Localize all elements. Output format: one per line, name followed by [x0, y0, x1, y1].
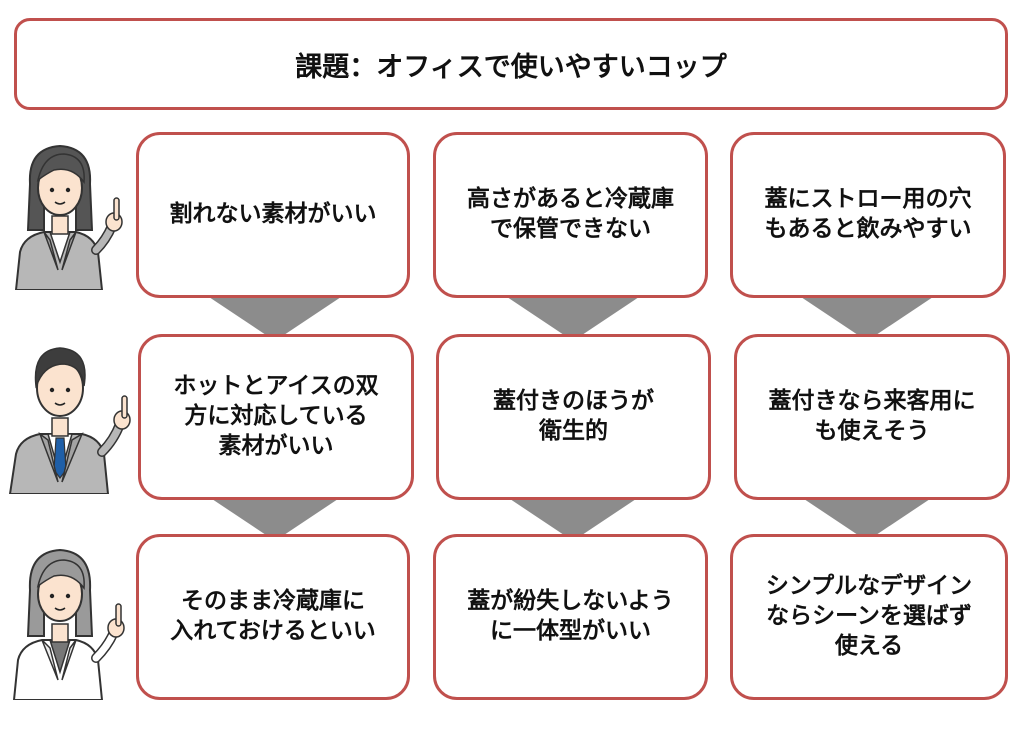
idea-card: 蓋付きなら来客用に も使えそう — [734, 334, 1010, 500]
woman-pointing-icon — [14, 144, 123, 290]
man-pointing-icon — [8, 347, 131, 494]
idea-card-text: 割れない素材がいい — [169, 201, 377, 228]
idea-card: 高さがあると冷蔵庫 で保管できない — [433, 132, 708, 298]
idea-card-text: 蓋が紛失しないよう に一体型がいい — [467, 588, 674, 644]
down-arrow-icon — [209, 297, 341, 341]
idea-card-text: ホットとアイスの双 方に対応している 素材がいい — [173, 373, 379, 459]
idea-card: 蓋付きのほうが 衛生的 — [436, 334, 711, 500]
down-arrow-icon — [209, 497, 341, 541]
down-arrow-icon — [507, 497, 639, 541]
idea-card-text: 蓋付きのほうが 衛生的 — [493, 388, 654, 444]
idea-card-text: シンプルなデザイン ならシーンを選ばず 使える — [765, 573, 973, 659]
idea-card: 割れない素材がいい — [136, 132, 410, 298]
down-arrow-icon — [801, 497, 933, 541]
title-box: 課題：オフィスで使いやすいコップ — [14, 18, 1008, 110]
idea-card: ホットとアイスの双 方に対応している 素材がいい — [138, 334, 414, 500]
down-arrow-icon — [801, 297, 933, 341]
idea-card-text: 蓋付きなら来客用に も使えそう — [768, 388, 976, 444]
woman-pointing-icon — [12, 548, 125, 700]
idea-card: シンプルなデザイン ならシーンを選ばず 使える — [730, 534, 1008, 700]
page-title: 課題：オフィスで使いやすいコップ — [295, 51, 727, 83]
idea-card: そのまま冷蔵庫に 入れておけるといい — [136, 534, 410, 700]
idea-card: 蓋が紛失しないよう に一体型がいい — [433, 534, 708, 700]
idea-card: 蓋にストロー用の穴 もあると飲みやすい — [730, 132, 1006, 298]
idea-card-text: 蓋にストロー用の穴 もあると飲みやすい — [764, 186, 972, 242]
down-arrow-icon — [507, 297, 639, 341]
idea-card-text: そのまま冷蔵庫に 入れておけるといい — [170, 588, 376, 644]
idea-card-text: 高さがあると冷蔵庫 で保管できない — [467, 186, 674, 242]
